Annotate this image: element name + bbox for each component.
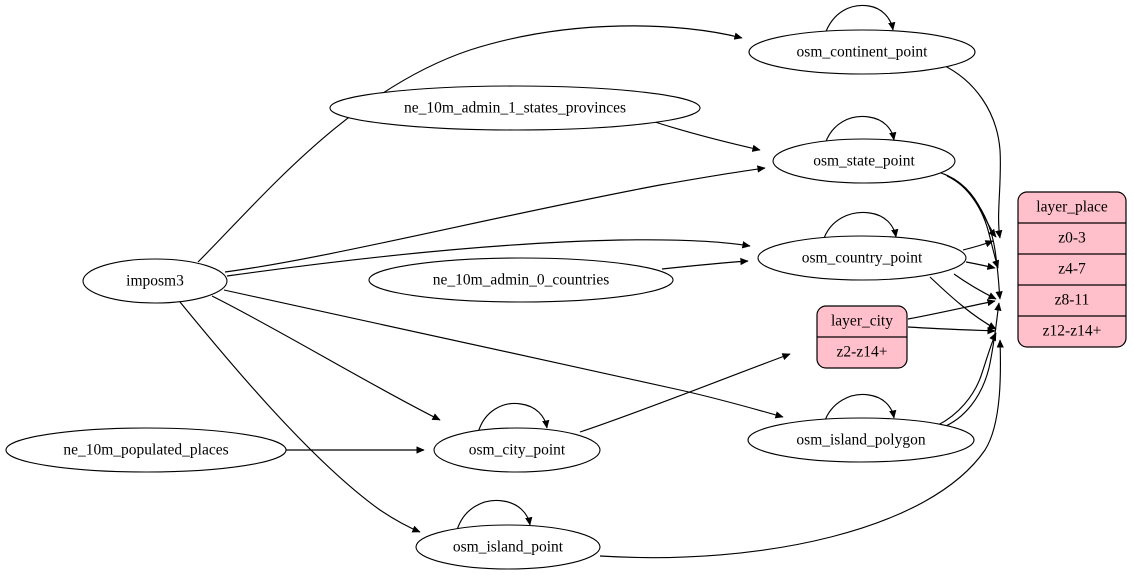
node-osm_island_point[interactable]: osm_island_point <box>415 524 601 570</box>
nodes-layer: imposm3 ne_10m_admin_1_states_provinces … <box>5 29 976 570</box>
node-osm_city_point[interactable]: osm_city_point <box>433 427 601 473</box>
edge-osm_island_point-to-layer_place-z12-z14 <box>599 339 1004 559</box>
edge-self-osm_continent_point <box>824 4 896 35</box>
edge-osm_country_point-to-layer_place-z4-7 <box>965 261 996 270</box>
edge-self-osm_island_point <box>456 499 533 531</box>
node-ne_10m_populated_places[interactable]: ne_10m_populated_places <box>5 427 287 473</box>
edge-ne_10m_admin_1_states_provinces-to-osm_state_point <box>654 121 761 152</box>
edge-osm_country_point-to-layer_place-z0-3 <box>962 240 994 251</box>
edges-layer <box>179 4 1004 559</box>
edge-layer_city-to-layer_place-z8-11 <box>907 298 996 320</box>
edge-imposm3-to-osm_country_point <box>226 239 751 277</box>
edge-imposm3-to-osm_island_point <box>179 301 421 533</box>
edge-osm_island_polygon-to-layer_place-z8-11 <box>940 302 1002 429</box>
edge-imposm3-to-osm_state_point <box>224 165 766 273</box>
edge-osm_continent_point-to-layer_place-z0-3 <box>940 63 1003 239</box>
edge-osm_island_polygon-to-layer_place-z12-z14 <box>937 332 997 426</box>
node-ne_10m_admin_1_states_provinces[interactable]: ne_10m_admin_1_states_provinces <box>329 85 701 131</box>
node-ne_10m_admin_0_countries[interactable]: ne_10m_admin_0_countries <box>368 257 674 303</box>
node-osm_continent_point[interactable]: osm_continent_point <box>748 29 976 75</box>
edge-imposm3-to-osm_city_point <box>211 295 441 421</box>
edge-self-osm_state_point <box>824 115 897 145</box>
edge-self-osm_city_point <box>477 402 550 434</box>
edge-imposm3-to-osm_continent_point <box>197 25 743 263</box>
node-osm_country_point[interactable]: osm_country_point <box>757 235 967 281</box>
record-node-layer_city[interactable]: layer_city z2-z14+ <box>816 305 908 369</box>
edge-imposm3-to-osm_island_polygon <box>223 289 784 419</box>
edge-osm_state_point-to-layer_place-z8-11 <box>946 175 1003 300</box>
node-osm_island_polygon[interactable]: osm_island_polygon <box>747 417 975 463</box>
edge-layer_city-to-layer_place-z12-z14 <box>907 326 996 335</box>
edge-osm_city_point-to-layer_city-z2-z14 <box>579 353 791 433</box>
edge-ne_10m_admin_0_countries-to-osm_country_point <box>661 257 749 270</box>
edge-self-osm_island_polygon <box>823 393 897 424</box>
node-imposm3[interactable]: imposm3 <box>82 258 228 304</box>
edge-self-osm_country_point <box>822 211 899 242</box>
edge-osm_country_point-to-layer_place-z8-11 <box>953 273 997 300</box>
record-node-layer_place[interactable]: layer_place z0-3 z4-7 z8-11 z12-z14+ <box>1017 191 1127 348</box>
edge-osm_country_point-to-layer_place-z12-z14 <box>929 276 997 330</box>
node-osm_state_point[interactable]: osm_state_point <box>772 138 956 184</box>
